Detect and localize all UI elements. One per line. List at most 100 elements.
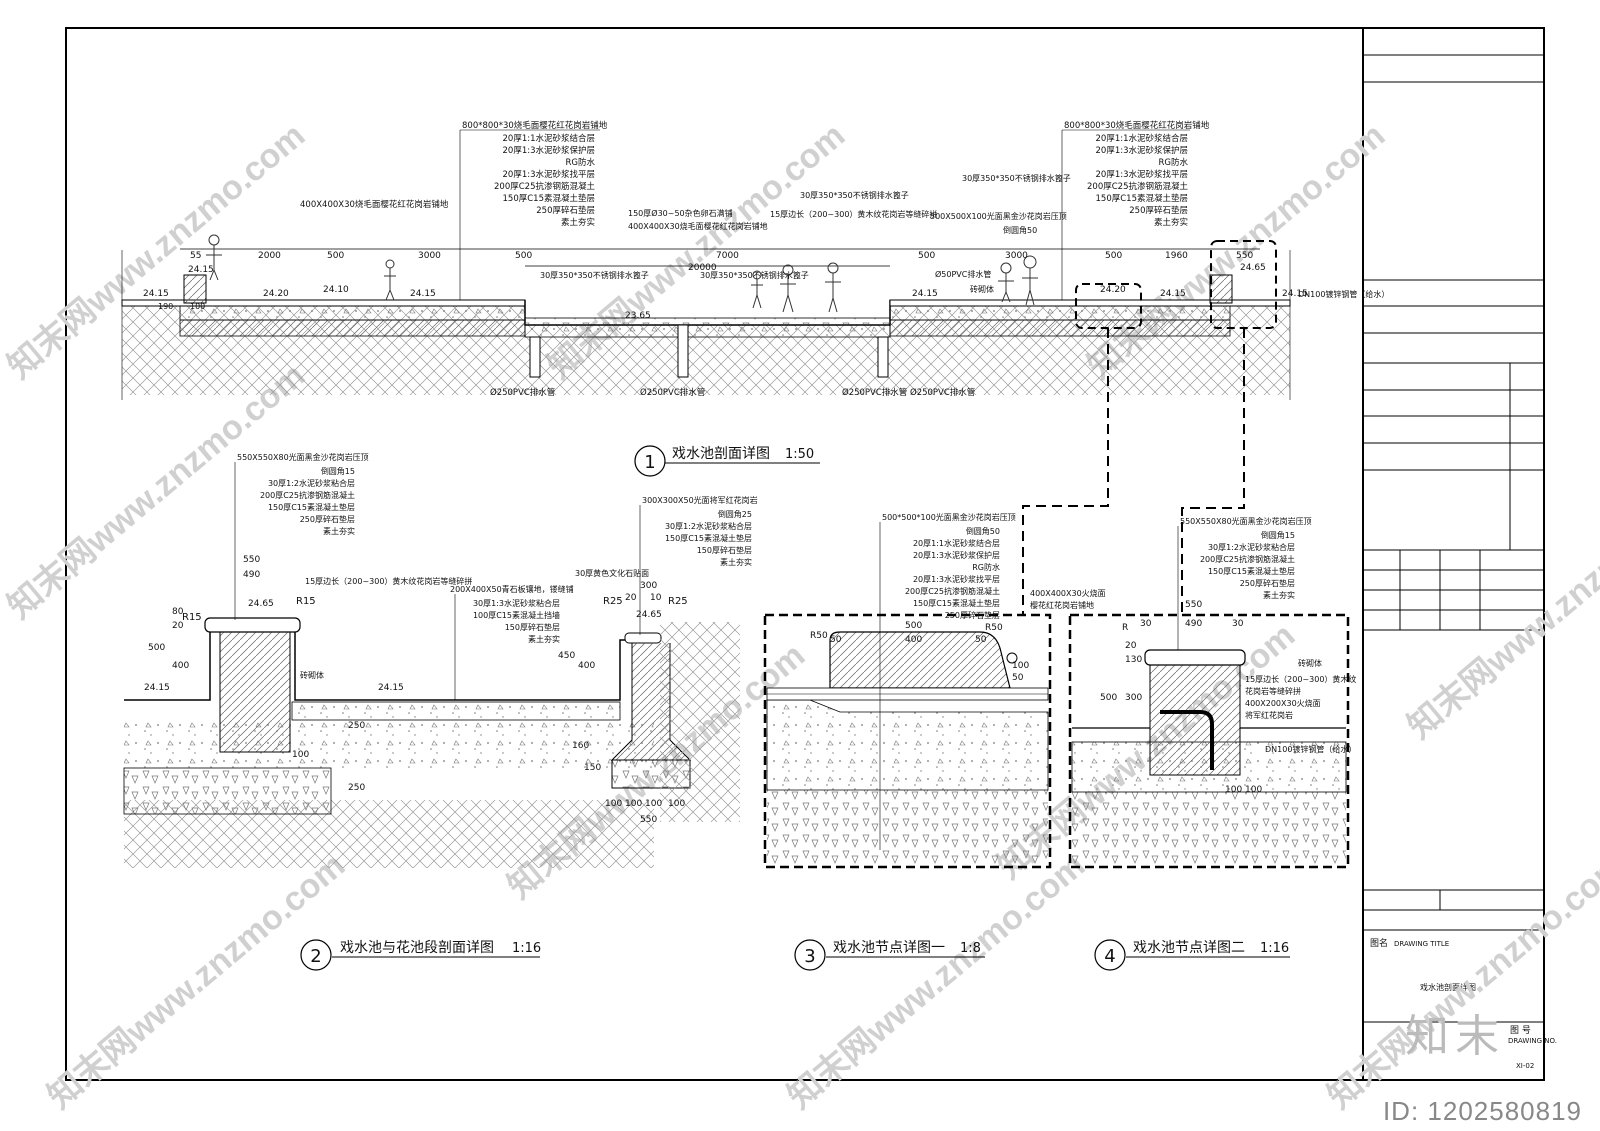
fig3-number: 3	[804, 946, 815, 967]
fig1-gravel-label: 400X400X30烧毛面樱花红花岗岩铺地	[628, 221, 768, 231]
fig3-leader-line: 倒圆角50	[966, 526, 1000, 536]
fig1-leader-a-line: 150厚C15素混凝土垫层	[503, 193, 595, 204]
fig1-coping-label: 500X500X100光面黑金沙花岗岩压顶	[930, 211, 1067, 221]
fig2-leader-b-line: 150厚碎石垫层	[697, 545, 752, 555]
fig1-brick-label: 砖砌体	[970, 284, 994, 294]
drawing-title: 戏水池剖面详图	[1420, 982, 1476, 992]
fig1-leader-a: 800*800*30烧毛面樱花红花岗岩铺地 20厚1:1水泥砂浆结合层 20厚1…	[460, 120, 608, 228]
fig3-leader-line: RG防水	[972, 562, 1000, 572]
fig4-leader-line: 200厚C25抗渗钢筋混凝土	[1200, 554, 1295, 564]
dim-text: 20000	[688, 263, 717, 273]
dim-text: 500	[327, 251, 344, 261]
fig1-leader-b-line: 20厚1:3水泥砂浆找平层	[1096, 169, 1189, 180]
fig2-leader-a-line: 30厚1:2水泥砂浆粘合层	[268, 478, 355, 488]
fig3-leader-line: 500*500*100光面黑金沙花岗岩压顶	[882, 512, 1016, 522]
fig4-leader: 550X550X80光面黑金沙花岗岩压顶 倒圆角15 30厚1:2水泥砂浆粘合层…	[1180, 516, 1312, 600]
fig2-leader-b-line: 150厚C15素混凝土垫层	[665, 533, 752, 543]
fig4-name: 戏水池节点详图二	[1133, 940, 1245, 956]
fig4-leader-line: 倒圆角15	[1261, 530, 1295, 540]
dim-text: R	[1122, 623, 1128, 633]
fig4-side-line: 砖砌体	[1298, 658, 1322, 668]
fig1-title: 1 戏水池剖面详图 1:50	[634, 445, 820, 477]
fig2-leader-b-line: 倒圆角25	[718, 509, 752, 519]
elevation-mark: 24.15	[410, 289, 436, 299]
dim-text: 1960	[1165, 251, 1188, 261]
fig2-leader-b-line: 300X300X50光面将军红花岗岩	[642, 495, 758, 505]
fig1-leader-a-line: 素土夯实	[561, 217, 595, 228]
fig1-leader-b-line: 20厚1:1水泥砂浆结合层	[1096, 133, 1189, 144]
fig4-detail	[1068, 526, 1350, 869]
dim-text: 190	[158, 302, 173, 311]
fig1-leader-a-line: 200厚C25抗渗钢筋混凝土	[494, 181, 595, 192]
dim-text: 100	[1245, 785, 1262, 795]
fig1-leader-b-line: 200厚C25抗渗钢筋混凝土	[1087, 181, 1188, 192]
dim-text: 500	[1105, 251, 1122, 261]
dim-text: 10	[650, 593, 662, 603]
dim-text: 3000	[1005, 251, 1028, 261]
brand-logo: 知末	[1405, 1011, 1505, 1062]
fig1-section	[121, 130, 1291, 615]
drawing-no-label: 图 号	[1510, 1025, 1531, 1036]
fig3-leader-line: 20厚1:3水泥砂浆保护层	[913, 550, 1000, 560]
radius-mark: R15	[296, 596, 316, 607]
fig1-grate-label: 30厚350*350不锈钢排水篦子	[962, 173, 1071, 183]
fig1-leader-b-line: 素土夯实	[1154, 217, 1188, 228]
dim-text: 50	[830, 635, 842, 645]
image-id: ID: 1202580819	[1382, 1096, 1582, 1126]
dim-text: 490	[243, 570, 260, 580]
fig3-leader-line: 250厚碎石垫层	[945, 610, 1000, 620]
dim-text: 400	[905, 635, 922, 645]
fig3-name: 戏水池节点详图一	[833, 940, 945, 956]
fig3-side-line: 樱花红花岗岩铺地	[1030, 600, 1094, 610]
fig1-leader-a-line: 20厚1:3水泥砂浆保护层	[503, 145, 596, 156]
elevation-mark: 24.65	[248, 599, 274, 609]
fig1-leader-a-line: 250厚碎石垫层	[536, 205, 595, 216]
fig1-leader-a-line: 800*800*30烧毛面樱花红花岗岩铺地	[462, 120, 608, 131]
dim-text: 500	[515, 251, 532, 261]
dim-text: 550	[243, 555, 260, 565]
fig1-leader-b-line: 20厚1:3水泥砂浆保护层	[1096, 145, 1189, 156]
dim-text: 500	[918, 251, 935, 261]
fig1-chamfer-label: 倒圆角50	[1003, 225, 1037, 235]
fig3-leader-line: 150厚C15素混凝土垫层	[913, 598, 1000, 608]
fig2-curb-line: 150厚碎石垫层	[505, 622, 560, 632]
dim-text: 550	[640, 815, 657, 825]
fig3-dimensions: 500 50 400 50 R50 R50 50 100	[810, 621, 1029, 683]
fig2-leader-b: 300X300X50光面将军红花岗岩 倒圆角25 30厚1:2水泥砂浆粘合层 1…	[639, 495, 758, 635]
fig2-number: 2	[310, 946, 321, 967]
dim-text: 100	[190, 302, 205, 311]
radius-mark: R25	[603, 596, 623, 607]
fig4-leader-line: 素土夯实	[1263, 590, 1295, 600]
fig1-paving-label: 400X400X30烧毛面樱花红花岗岩铺地	[300, 199, 449, 210]
elevation-mark: 24.20	[263, 289, 289, 299]
elevation-mark: 24.15	[912, 289, 938, 299]
dim-text: 20	[625, 593, 637, 603]
dim-text: 100	[1012, 661, 1029, 671]
fig3-leader-line: 20厚1:3水泥砂浆找平层	[913, 574, 1000, 584]
fig3-detail	[763, 522, 1052, 869]
fig4-leader-line: 250厚碎石垫层	[1240, 578, 1295, 588]
fig2-name: 戏水池与花池段剖面详图	[340, 940, 494, 956]
dim-text: 250	[348, 721, 365, 731]
fig2-curb-line: 100厚C15素混凝土挡墙	[473, 610, 560, 620]
dim-text: 100	[1225, 785, 1242, 795]
dim-text: 2000	[258, 251, 281, 261]
fig1-scale: 1:50	[785, 447, 814, 462]
fig4-title: 4 戏水池节点详图二 1:16	[1094, 939, 1290, 971]
watermark-text: 知末网www.znzmo.com	[1401, 476, 1600, 746]
dim-text: 150	[584, 763, 601, 773]
elevation-mark: 24.15	[144, 683, 170, 693]
fig2-stone-label: 30厚黄色文化石贴面	[575, 568, 649, 578]
fig2-leader-a-line: 150厚C15素混凝土垫层	[268, 502, 355, 512]
drawing-title-label: 图名	[1370, 937, 1388, 949]
dim-text: 50	[1012, 673, 1024, 683]
fig4-side-line: 花岗岩等缝碎拼	[1245, 686, 1301, 696]
fig1-leader-b-line: 250厚碎石垫层	[1129, 205, 1188, 216]
fig2-dimensions: 550 490 500 400 20 80 450 400 300 20 10 …	[148, 555, 685, 825]
dim-text: 20	[172, 621, 184, 631]
fig3-leader: 500*500*100光面黑金沙花岗岩压顶 倒圆角50 20厚1:1水泥砂浆结合…	[882, 512, 1106, 620]
dim-text: 30	[1232, 619, 1244, 629]
fig2-leader-a-line: 倒圆角15	[321, 466, 355, 476]
elevation-mark: 24.10	[323, 285, 349, 295]
